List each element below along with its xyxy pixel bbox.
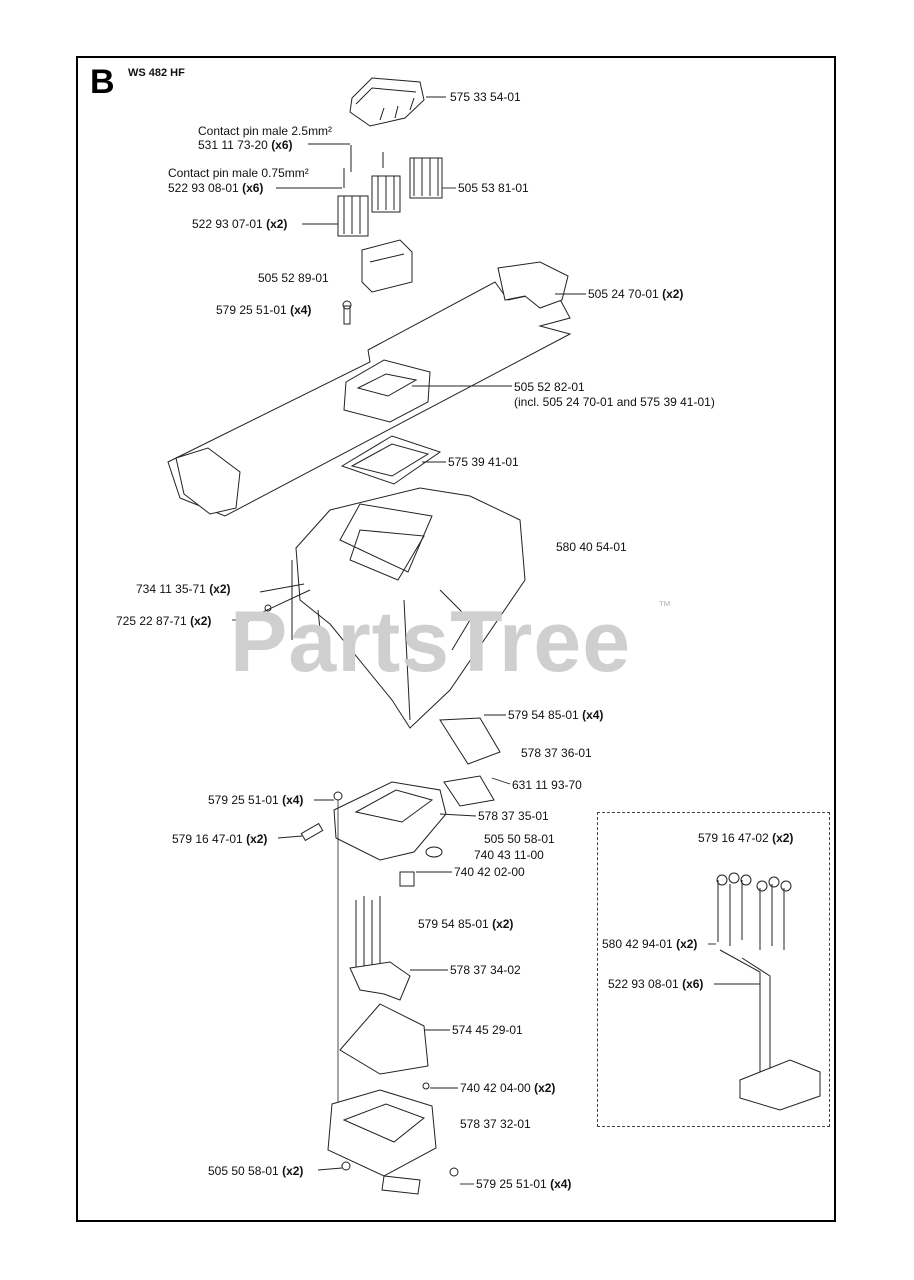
part-callout: 578 37 36-01 [521, 746, 592, 760]
terminal-bracket [361, 239, 413, 293]
nut-and-screw [241, 589, 311, 623]
part-callout: Contact pin male 2.5mm² [198, 124, 333, 138]
part-callout: 505 50 58-01 (x2) [208, 1164, 304, 1178]
part-callout: 579 25 51-01 (x4) [216, 303, 312, 317]
part-callout: 580 42 94-01 (x2) [602, 937, 698, 951]
part-callout: 505 50 58-01 [484, 832, 555, 846]
part-callout: 579 54 85-01 (x2) [418, 917, 514, 931]
inset-detail-box [597, 812, 830, 1127]
diagram-frame [76, 56, 836, 1222]
lower-plate-assembly [300, 717, 501, 1140]
part-callout: 579 16 47-01 (x2) [172, 832, 268, 846]
part-callout: 522 93 08-01 (x6) [168, 181, 264, 195]
part-callout: 579 25 51-01 (x4) [476, 1177, 572, 1191]
model-name: WS 482 HF [128, 67, 185, 79]
part-callout: 631 11 93-70 [512, 778, 582, 792]
part-callout: 734 11 35-71 (x2) [136, 582, 231, 596]
inset-harness-drawing [716, 872, 821, 1111]
connector-blocks [337, 157, 443, 237]
part-callout: 522 93 07-01 (x2) [192, 217, 288, 231]
cover-plate [339, 1003, 429, 1075]
contact-pins [343, 145, 384, 188]
part-callout: 522 93 08-01 (x6) [608, 977, 704, 991]
part-callout: 578 37 34-02 [450, 963, 521, 977]
part-callout: 578 37 32-01 [460, 1117, 531, 1131]
part-callout: 579 16 47-02 (x2) [698, 831, 794, 845]
part-callout: 579 25 51-01 (x4) [208, 793, 304, 807]
screw [342, 300, 352, 325]
part-callout: 580 40 54-01 [556, 540, 627, 554]
watermark-trademark: ™ [658, 598, 671, 613]
part-callout: 531 11 73-20 (x6) [198, 138, 293, 152]
part-callout: 505 24 70-01 (x2) [588, 287, 684, 301]
part-callout: 740 43 11-00 [474, 848, 544, 862]
main-housing [291, 487, 526, 729]
part-callout: 578 37 35-01 [478, 809, 549, 823]
base-tray [327, 1082, 459, 1195]
watermark: PartsTree [230, 594, 632, 690]
part-callout: Contact pin male 0.75mm² [168, 166, 309, 180]
part-callout: 579 54 85-01 (x4) [508, 708, 604, 722]
part-callout: 725 22 87-71 (x2) [116, 614, 212, 628]
part-callout: 505 52 89-01 [258, 271, 329, 285]
part-callout: 740 42 02-00 [454, 865, 525, 879]
part-callout: 575 33 54-01 [450, 90, 521, 104]
part-callout: (incl. 505 24 70-01 and 575 39 41-01) [514, 395, 715, 409]
connector-cover [349, 77, 425, 127]
part-callout: 574 45 29-01 [452, 1023, 523, 1037]
section-letter: B [90, 63, 115, 101]
part-callout: 575 39 41-01 [448, 455, 519, 469]
gasket [340, 435, 442, 485]
terminal-strip [349, 896, 411, 1001]
part-callout: 505 53 81-01 [458, 181, 529, 195]
switch-module [343, 359, 431, 423]
leader-lines [232, 96, 760, 1185]
part-callout: 505 52 82-01 [514, 380, 585, 394]
part-callout: 740 42 04-00 (x2) [460, 1081, 556, 1095]
